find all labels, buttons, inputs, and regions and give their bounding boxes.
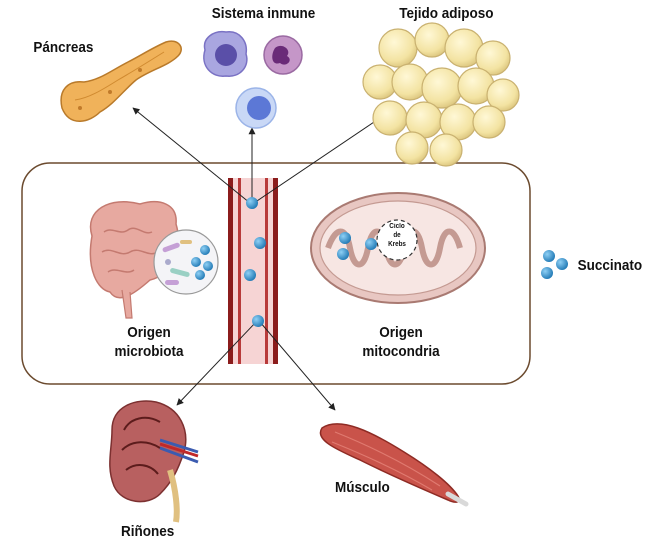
arrow-to-kidneys (176, 321, 257, 406)
origin-box (21, 162, 531, 385)
adipose-tissue-icon (362, 22, 520, 167)
krebs-line3: Krebs (388, 241, 406, 248)
succinate-legend-icon (541, 250, 568, 279)
succinate-label: Succinato (577, 257, 643, 274)
microbiota-icon (153, 229, 219, 295)
muscle-icon (319, 423, 469, 507)
muscle-label: Músculo (335, 479, 390, 496)
arrow-to-muscle (259, 321, 336, 411)
krebs-line2: de (393, 232, 401, 239)
krebs-cycle-label: Ciclo de Krebs (381, 222, 413, 249)
mitochondria-origin-line2: mitocondria (362, 343, 440, 360)
adipose-tissue-label: Tejido adiposo (399, 5, 494, 22)
microbiota-origin-label: Origen microbiota (109, 323, 190, 361)
mitochondria-icon (310, 192, 486, 304)
kidneys-label: Riñones (120, 523, 175, 540)
microbiota-origin-line1: Origen (127, 324, 171, 341)
immune-system-label: Sistema inmune (211, 5, 316, 22)
microbiota-origin-line2: microbiota (114, 343, 184, 360)
krebs-line1: Ciclo (389, 223, 405, 230)
mitochondria-origin-line1: Origen (379, 324, 423, 341)
mitochondria-origin-label: Origen mitocondria (352, 323, 451, 361)
arrow-to-adipose (253, 117, 381, 204)
vessel-succinate (244, 197, 266, 327)
pancreas-icon (60, 40, 182, 122)
arrows (132, 107, 381, 411)
immune-cells-icon (203, 30, 303, 129)
pancreas-label: Páncreas (33, 39, 94, 56)
arrow-to-pancreas (132, 107, 251, 204)
kidney-icon (109, 400, 199, 523)
